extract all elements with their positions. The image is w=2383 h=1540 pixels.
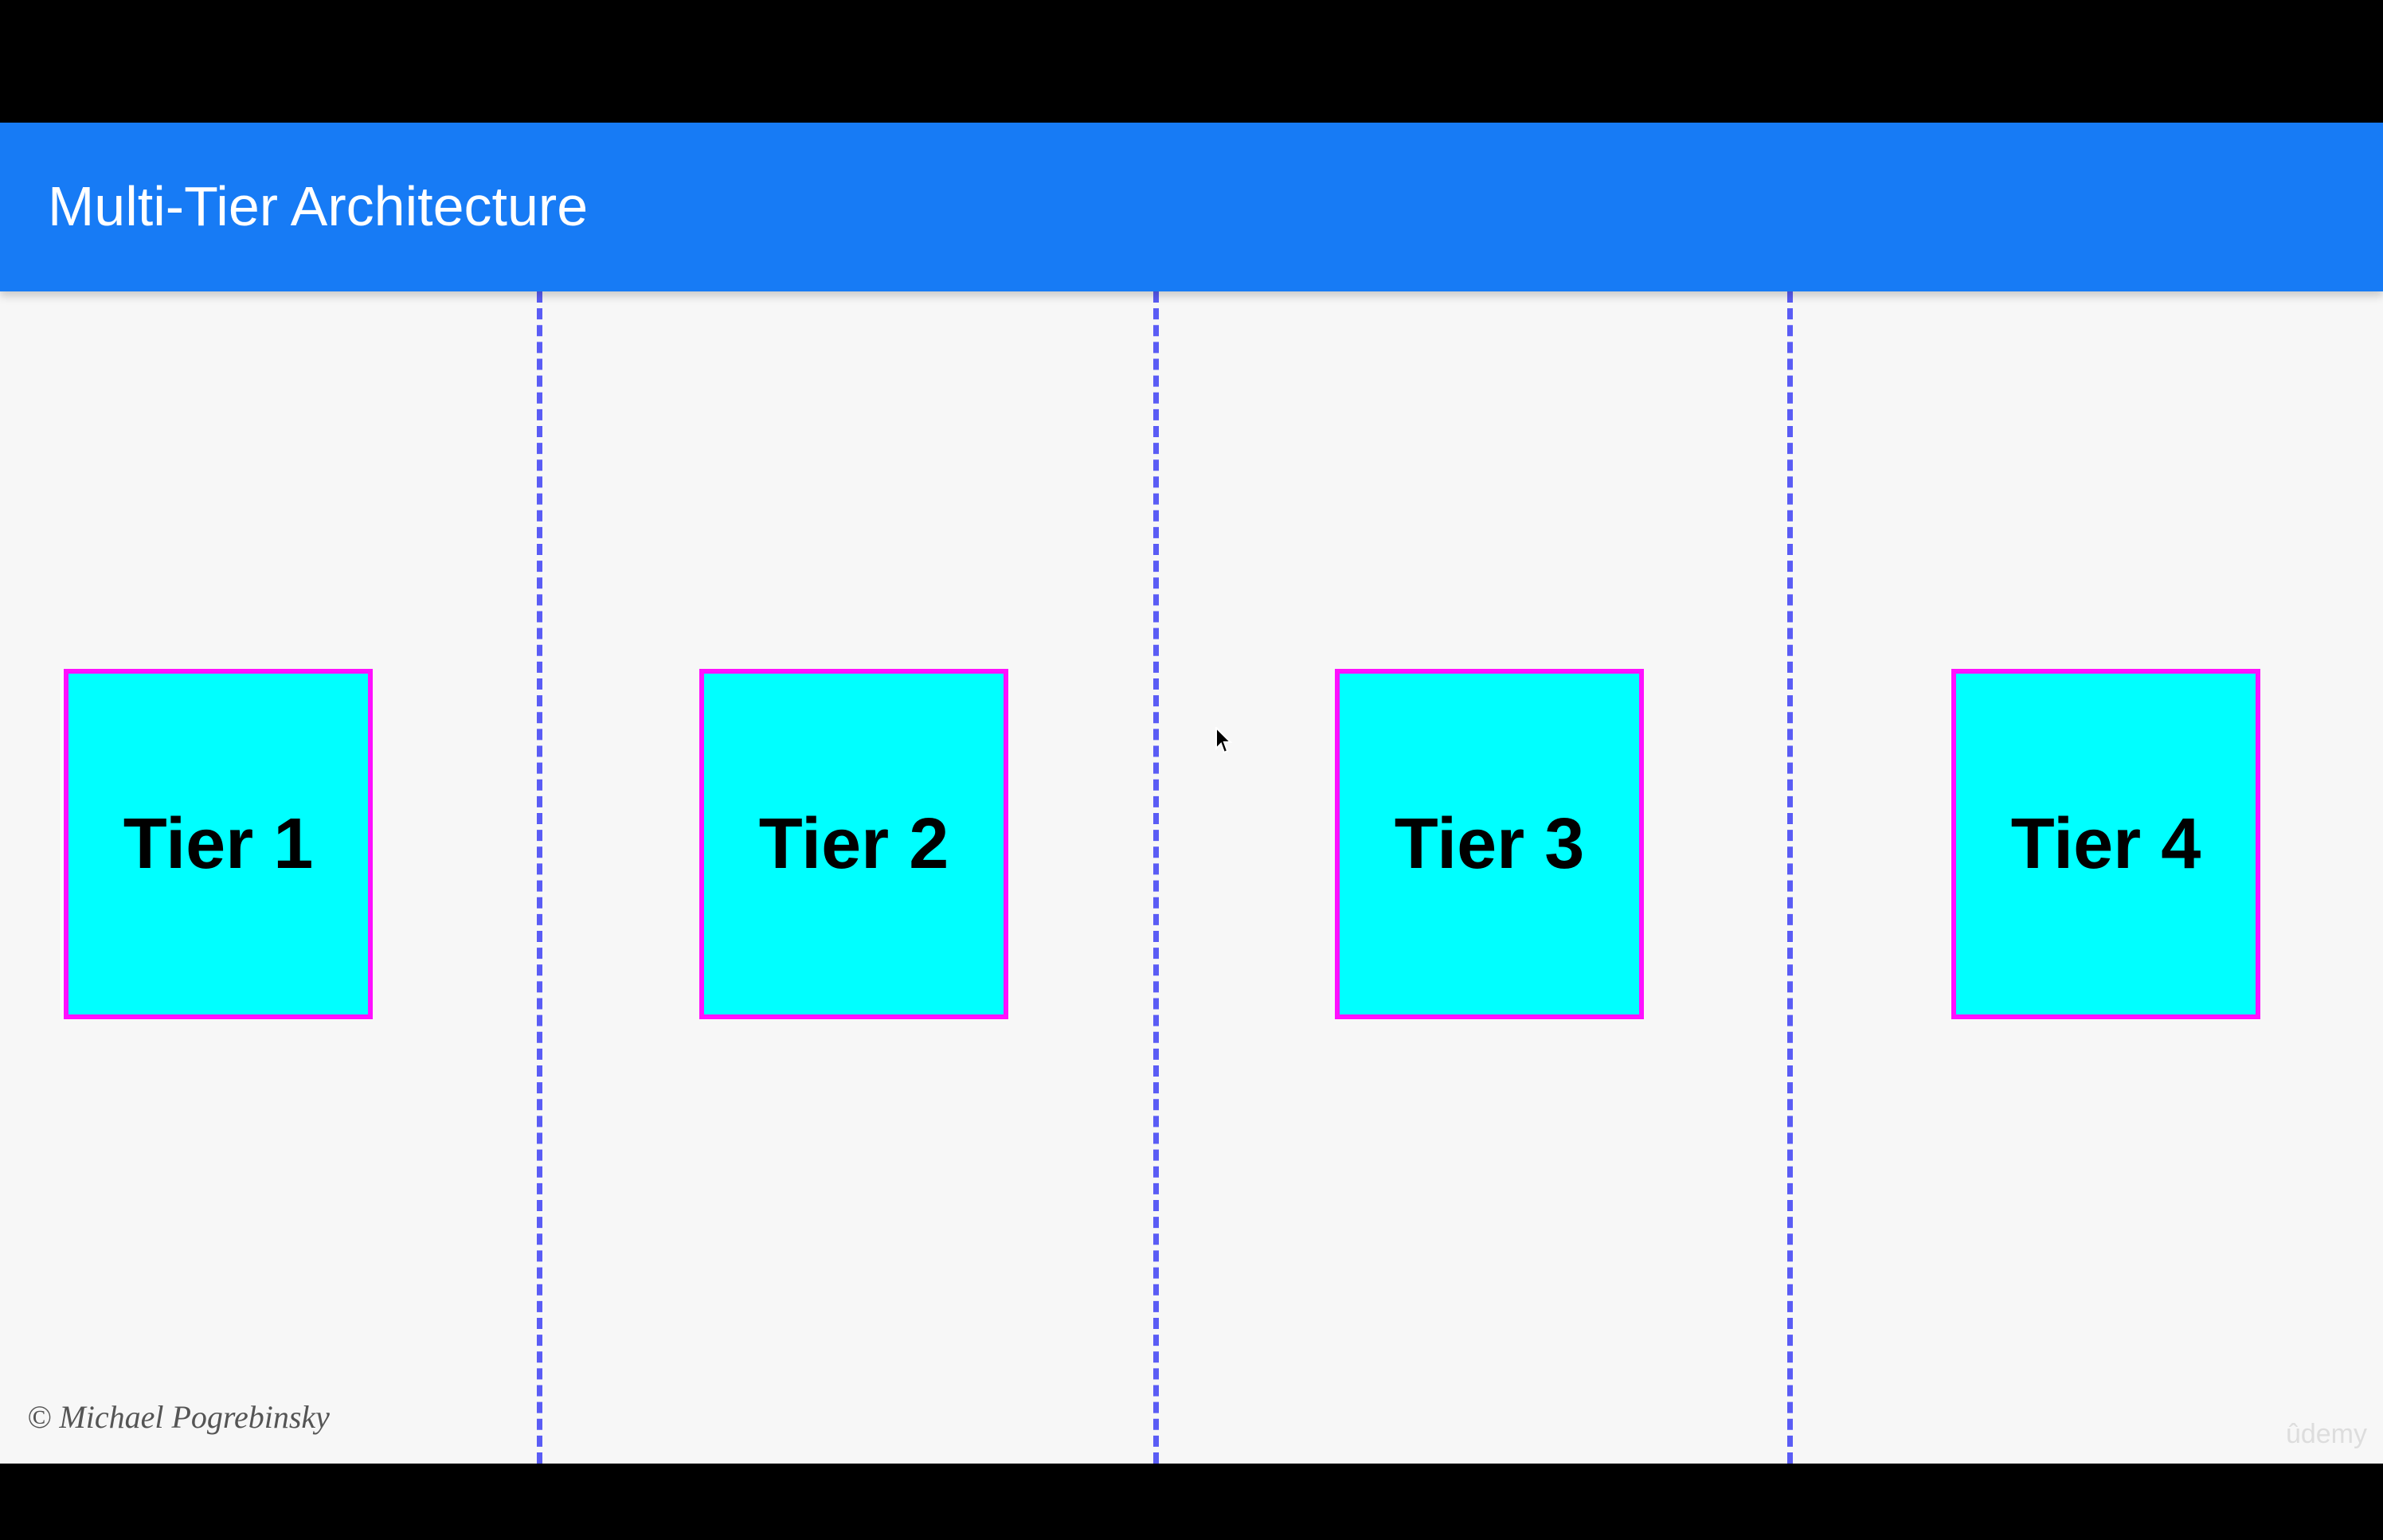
tier-4-box: Tier 4 — [1951, 669, 2260, 1019]
tier-2-label: Tier 2 — [758, 803, 949, 884]
slide-title: Multi-Tier Architecture — [48, 175, 589, 237]
tier-1-label: Tier 1 — [123, 803, 314, 884]
slide: Multi-Tier Architecture Tier 1 Tier 2 Ti… — [0, 123, 2383, 1464]
udemy-watermark: ûdemy — [2285, 1419, 2367, 1449]
tier-1-box: Tier 1 — [64, 669, 373, 1019]
copyright-text: © Michael Pogrebinsky — [27, 1399, 330, 1435]
tier-3-label: Tier 3 — [1394, 803, 1585, 884]
slide-header: Multi-Tier Architecture — [0, 123, 2383, 291]
tier-2-box: Tier 2 — [699, 669, 1008, 1019]
tier-divider-1 — [537, 291, 542, 1464]
tier-4-label: Tier 4 — [2010, 803, 2201, 884]
tier-divider-3 — [1787, 291, 1793, 1464]
tier-divider-2 — [1153, 291, 1159, 1464]
mouse-pointer-icon — [1215, 727, 1233, 754]
tier-3-box: Tier 3 — [1335, 669, 1644, 1019]
